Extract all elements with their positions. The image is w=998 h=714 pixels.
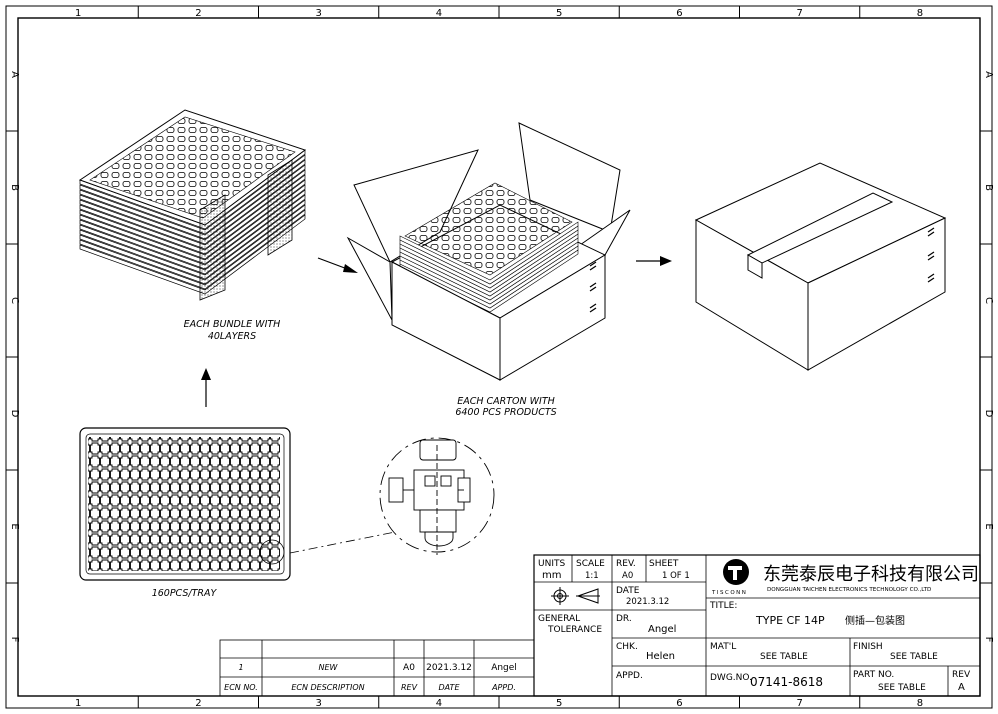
arrow-right-icon <box>636 256 672 266</box>
grid-row-label: F <box>9 637 20 643</box>
tray-bundle-illustration <box>78 109 307 301</box>
grid-row-label: B <box>983 184 994 191</box>
title-value: TYPE CF 14P <box>755 614 825 627</box>
tray-top-view <box>79 427 291 581</box>
open-carton-illustration <box>346 122 631 381</box>
sheet-value: 1 OF 1 <box>662 571 690 581</box>
part-label: PART NO. <box>853 670 894 680</box>
arrow-right-icon <box>317 257 358 273</box>
matl-label: MAT'L <box>710 642 736 652</box>
units-value: mm <box>542 570 561 581</box>
grid-row-label: C <box>983 297 994 304</box>
rev2-value: A <box>958 682 965 693</box>
tolerance-label: TOLERANCE <box>547 625 602 635</box>
grid-row-label: C <box>9 297 20 304</box>
ecn-date-value: 2021.3.12 <box>426 663 472 673</box>
grid-row-label: D <box>9 410 20 418</box>
carton-caption-line1: EACH CARTON WITH <box>457 396 555 407</box>
grid-column-label: 1 <box>75 8 81 19</box>
dwg-label: DWG.NO. <box>710 673 752 683</box>
rev-value: A0 <box>622 571 633 581</box>
grid-column-label: 5 <box>556 8 562 19</box>
grid-column-label: 1 <box>75 698 81 709</box>
bundle-caption-line2: 40LAYERS <box>208 331 256 342</box>
tray-caption: 160PCS/TRAY <box>152 588 218 599</box>
company-name-en: DONGGUAN TAICHEN ELECTRONICS TECHNOLOGY … <box>767 587 931 593</box>
detail-leader-line <box>289 531 396 554</box>
grid-column-label: 8 <box>917 8 923 19</box>
ecn-rev-value: A0 <box>403 663 415 673</box>
grid-row-label: D <box>983 410 994 418</box>
grid-column-label: 3 <box>315 8 321 19</box>
finish-value: SEE TABLE <box>890 652 938 662</box>
grid-row-label: E <box>983 523 994 529</box>
rev2-label: REV <box>952 670 971 680</box>
ecn-appd-header: APPD. <box>491 683 516 692</box>
finish-label: FINISH <box>853 642 883 652</box>
grid-column-label: 3 <box>315 698 321 709</box>
chk-value: Helen <box>646 651 675 662</box>
grid-column-label: 4 <box>436 8 442 19</box>
grid-column-label: 6 <box>676 698 682 709</box>
units-label: UNITS <box>538 559 565 569</box>
scale-value: 1:1 <box>585 571 599 581</box>
date-label: DATE <box>616 586 640 596</box>
grid-column-label: 7 <box>796 698 802 709</box>
general-label: GENERAL <box>538 614 580 624</box>
rev-label: REV. <box>616 559 636 569</box>
grid-column-label: 7 <box>796 8 802 19</box>
matl-value: SEE TABLE <box>760 652 808 662</box>
grid-column-label: 2 <box>195 698 201 709</box>
ecn-no-header: ECN NO. <box>224 683 258 692</box>
sheet-label: SHEET <box>649 559 679 569</box>
ecn-no-value: 1 <box>238 663 243 672</box>
title-cn: 侧插—包装图 <box>845 614 905 627</box>
grid-row-label: E <box>9 523 20 529</box>
company-logo-icon <box>723 559 749 585</box>
part-value: SEE TABLE <box>878 683 926 693</box>
ecn-table <box>219 639 535 697</box>
grid-column-label: 2 <box>195 8 201 19</box>
connector-detail-view <box>379 437 495 555</box>
arrow-up-icon <box>201 368 211 407</box>
dwg-value: 07141-8618 <box>750 675 823 689</box>
carton-caption-line2: 6400 PCS PRODUCTS <box>455 407 556 418</box>
grid-column-label: 4 <box>436 698 442 709</box>
ecn-desc-value: NEW <box>319 663 339 672</box>
sealed-carton-illustration <box>694 162 947 371</box>
ecn-appd-value: Angel <box>491 663 517 673</box>
ecn-desc-header: ECN DESCRIPTION <box>291 683 364 692</box>
dr-label: DR. <box>616 614 632 624</box>
grid-column-label: 8 <box>917 698 923 709</box>
grid-row-label: B <box>9 184 20 191</box>
bundle-caption-line1: EACH BUNDLE WITH <box>184 319 281 330</box>
ecn-rev-header: REV <box>401 683 418 692</box>
ecn-date-header: DATE <box>439 683 461 692</box>
grid-row-label: A <box>983 71 994 78</box>
date-value: 2021.3.12 <box>626 597 669 607</box>
grid-column-label: 5 <box>556 698 562 709</box>
brand-name: TISCONN <box>711 590 747 596</box>
scale-label: SCALE <box>576 559 605 569</box>
appd-label: APPD. <box>616 671 643 681</box>
company-name-cn: 东莞泰辰电子科技有限公司 <box>763 564 979 585</box>
grid-row-label: A <box>9 71 20 78</box>
title-block <box>533 554 981 697</box>
dr-value: Angel <box>648 624 676 635</box>
title-label: TITLE: <box>709 601 737 611</box>
chk-label: CHK. <box>616 642 638 652</box>
third-angle-projection-icon <box>551 587 600 605</box>
grid-column-label: 6 <box>676 8 682 19</box>
grid-row-label: F <box>983 637 994 643</box>
